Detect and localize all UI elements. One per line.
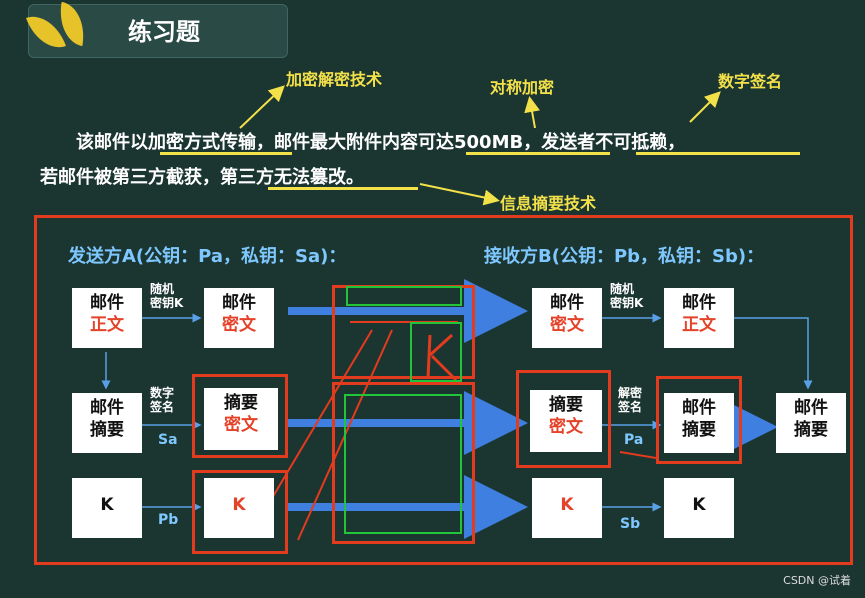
highlight-rect-digest xyxy=(332,382,475,544)
box-b-mail-cipher: 邮件密文 xyxy=(532,288,602,348)
box-b-digest-cipher: 摘要密文 xyxy=(530,390,602,452)
box-b-mail-plain: 邮件正文 xyxy=(664,288,734,348)
highlight-rect-b-compare xyxy=(656,376,742,464)
highlight-green-small xyxy=(410,322,462,382)
box-b-mail-digest: 邮件摘要 xyxy=(664,393,734,453)
box-a-digest-cipher: 摘要密文 xyxy=(204,388,278,450)
annotation-signature: 数字签名 xyxy=(718,72,783,91)
highlight-rect-a-digest xyxy=(192,374,288,458)
arrow-symmetric xyxy=(524,96,540,129)
box-a-mail-cipher: 邮件密文 xyxy=(204,288,274,348)
box-b-key: K xyxy=(664,478,734,538)
box-a-key: K xyxy=(72,478,142,538)
label-pb: Pb xyxy=(158,512,179,528)
annotation-encrypt-tech: 加密解密技术 xyxy=(286,70,383,89)
underline-500mb xyxy=(466,152,610,155)
diagram-frame xyxy=(34,215,853,565)
watermark: CSDN @试着 xyxy=(783,574,851,587)
label-random-key-a: 随机密钥K xyxy=(150,282,184,310)
highlight-green-large xyxy=(344,394,462,534)
annotation-digest-tech: 信息摘要技术 xyxy=(500,194,597,213)
label-sa: Sa xyxy=(158,432,178,448)
annotation-symmetric: 对称加密 xyxy=(490,78,555,97)
question-line-1: 该邮件以加密方式传输，邮件最大附件内容可达500MB，发送者不可抵赖， xyxy=(76,132,686,153)
highlight-rect-b-digest xyxy=(516,370,611,468)
label-random-key-b: 随机密钥K xyxy=(610,282,644,310)
receiver-header: 接收方B(公钥：Pb，私钥：Sb)： xyxy=(484,246,765,267)
box-a-mail-digest: 邮件摘要 xyxy=(72,393,142,453)
label-digital-sign: 数字签名 xyxy=(150,386,175,414)
question-line-2: 若邮件被第三方截获，第三方无法篡改。 xyxy=(40,167,364,188)
highlight-green-top xyxy=(346,286,462,306)
label-decrypt-sign: 解密签名 xyxy=(618,386,643,414)
label-sb: Sb xyxy=(620,516,641,532)
sender-header: 发送方A(公钥：Pa，私钥：Sa)： xyxy=(68,246,347,267)
highlight-rect-a-key xyxy=(192,470,288,554)
page-title: 练习题 xyxy=(128,18,200,46)
box-a-mail-plain: 邮件正文 xyxy=(72,288,142,348)
box-b-key-cipher: K xyxy=(532,478,602,538)
arrow-encrypt xyxy=(239,85,285,129)
box-a-key-cipher: K xyxy=(204,478,274,538)
underline-tamper xyxy=(268,187,418,190)
underline-nonrepudiation xyxy=(636,152,800,155)
arrow-signature xyxy=(689,91,721,123)
label-pa: Pa xyxy=(624,432,644,448)
box-b-mail-digest-out: 邮件摘要 xyxy=(776,393,846,453)
arrow-digest xyxy=(419,183,500,206)
underline-encrypt xyxy=(160,152,292,155)
